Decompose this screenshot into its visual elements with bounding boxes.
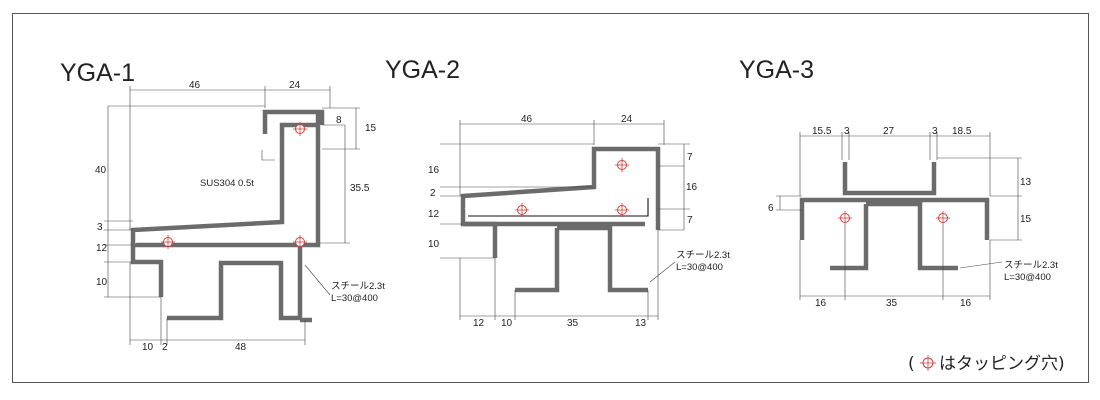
steel-channel-yga-2	[557, 225, 648, 293]
steel-leg-left-yga-3	[830, 204, 869, 271]
legend-open-paren: (	[908, 354, 915, 374]
dimension-label: 10	[96, 277, 108, 288]
dimension-label: 3	[97, 222, 103, 233]
legend: ( はタッピング穴)	[908, 354, 1065, 374]
steel-leg-left	[515, 228, 560, 293]
dimension-label: 10	[142, 342, 154, 353]
dimension-label: 2	[162, 342, 168, 353]
dimension-label: 10	[428, 239, 440, 250]
dimension-label: 15.5	[812, 126, 832, 137]
profile-inner-line	[468, 198, 649, 217]
tapping-hole-icon	[615, 158, 629, 172]
profile-title-yga-3: YGA-3	[739, 56, 814, 84]
dimension-label: 3	[844, 126, 850, 137]
dimension-label: 7	[687, 152, 693, 163]
profile-yga-3: YGA-3 15.5 3 27 3 18.5 13 15 6 16 35 16 …	[739, 56, 1058, 309]
profile-title-yga-2: YGA-2	[385, 56, 460, 84]
steel-length-note: L=30@400	[676, 262, 723, 273]
dimension-label: 3	[932, 126, 938, 137]
dimension-label: 27	[883, 126, 895, 137]
dimension-label: 35	[886, 298, 898, 309]
material-note: SUS304 0.5t	[200, 178, 254, 189]
dimension-label: 16	[960, 298, 972, 309]
steel-channel-yga-3	[866, 201, 958, 271]
dimension-label: 16	[428, 165, 440, 176]
tapping-hole-icon	[615, 203, 629, 217]
dimension-label: 40	[95, 165, 107, 176]
dimension-label: 12	[96, 243, 108, 254]
dimension-label: 6	[768, 203, 774, 214]
profile-body-yga-2	[460, 146, 661, 230]
legend-text: はタッピング穴)	[939, 354, 1065, 374]
steel-length-note: L=30@400	[331, 293, 378, 304]
dimension-label: 15	[365, 123, 377, 134]
dimension-label: 16	[686, 182, 698, 193]
tapping-hole-icon	[161, 235, 175, 249]
dimension-label: 24	[621, 114, 633, 125]
dimension-label: 16	[815, 298, 827, 309]
dimension-label: 35.5	[350, 183, 370, 194]
dimension-label: 18.5	[952, 126, 972, 137]
upper-channel-yga-3	[842, 162, 937, 196]
dimension-label: 12	[473, 318, 485, 329]
steel-length-note: L=30@400	[1004, 272, 1051, 283]
dimension-label: 10	[501, 318, 513, 329]
dimension-label: 13	[1020, 177, 1032, 188]
dimension-label: 2	[430, 188, 436, 199]
profile-title-yga-1: YGA-1	[60, 59, 135, 87]
dimension-label: 8	[336, 115, 342, 126]
tapping-hole-icon	[293, 122, 307, 136]
tapping-hole-icon	[920, 355, 936, 371]
profile-yga-2: YGA-2 46 24 16 2 12 10 7 16 7 12 10 35 1…	[385, 56, 730, 329]
main-profile-yga-1	[130, 112, 321, 297]
tapping-hole-icon	[838, 211, 852, 225]
profile-yga-1: YGA-1 46 24 8 15 40 35.5 3 12 10 10 2 48…	[60, 59, 385, 353]
steel-note: スチール2.3t	[1004, 260, 1058, 271]
tapping-hole-icon	[293, 235, 307, 249]
dimension-label: 13	[635, 318, 647, 329]
dimension-label: 7	[687, 215, 693, 226]
dimension-label: 15	[1020, 214, 1032, 225]
dimension-label: 48	[235, 342, 247, 353]
dimension-label: 24	[289, 80, 301, 91]
dimension-label: 46	[189, 80, 201, 91]
dimension-label: 35	[567, 318, 579, 329]
steel-note: スチール2.3t	[676, 250, 730, 261]
tapping-hole-icon	[515, 203, 529, 217]
dimension-label: 12	[428, 209, 440, 220]
steel-note: スチール2.3t	[331, 281, 385, 292]
dimension-label: 46	[521, 114, 533, 125]
profile-upper-arm	[130, 122, 318, 245]
tapping-hole-icon	[936, 211, 950, 225]
